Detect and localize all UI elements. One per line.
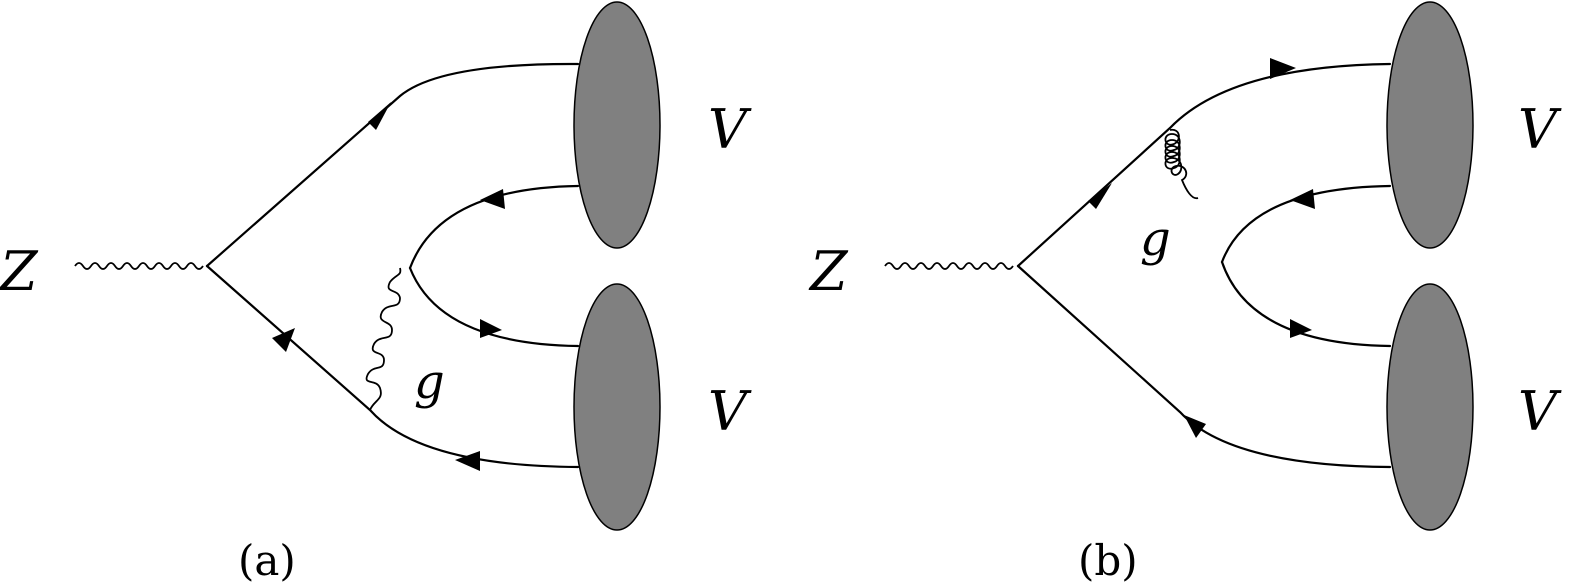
arrow-lower-b [1184, 415, 1206, 438]
quark-line-inner-upper-a [408, 184, 580, 270]
arrow-upper-left-b [1088, 183, 1112, 209]
quark-line-lower-b [1016, 264, 1392, 469]
gluon-label-a: g [414, 354, 445, 410]
quark-line-inner-lower-a [408, 266, 580, 348]
quark-line-upper-b [1016, 62, 1392, 268]
arrow-inner-lower-b [1290, 319, 1312, 338]
z-boson-propagator-a [74, 262, 204, 270]
meson-blob-lower-a [573, 283, 661, 531]
arrow-upper-right-b [1270, 58, 1296, 79]
diagram-a: Z g V V (a) [0, 1, 752, 585]
caption-b: (b) [1078, 536, 1138, 585]
quark-line-lower-a [205, 264, 580, 469]
arrow-inner-upper-a [480, 189, 505, 209]
quark-line-upper-a [205, 62, 580, 268]
arrow-inner-lower-a [480, 319, 502, 338]
quark-line-inner-lower-b [1220, 260, 1392, 348]
gluon-label-b: g [1140, 211, 1171, 267]
meson-blob-lower-b [1386, 283, 1474, 531]
meson-label-upper-b: V [1518, 98, 1562, 161]
arrow-lower-right-a [455, 451, 480, 471]
diagram-b: Z g V V (b) [808, 1, 1562, 585]
z-boson-label-b: Z [808, 240, 849, 303]
quark-line-inner-upper-b [1220, 184, 1392, 264]
meson-blob-upper-a [573, 1, 661, 249]
meson-label-lower-a: V [708, 380, 752, 443]
caption-a: (a) [238, 536, 296, 585]
arrow-inner-upper-b [1290, 189, 1315, 209]
meson-label-lower-b: V [1518, 380, 1562, 443]
z-boson-label-a: Z [0, 240, 39, 303]
meson-blob-upper-b [1386, 1, 1474, 249]
gluon-b [1164, 128, 1199, 200]
meson-label-upper-a: V [708, 98, 752, 161]
gluon-a [365, 267, 402, 411]
arrow-upper-a [368, 102, 391, 130]
z-boson-propagator-b [884, 262, 1014, 270]
arrow-lower-left-a [272, 328, 295, 352]
